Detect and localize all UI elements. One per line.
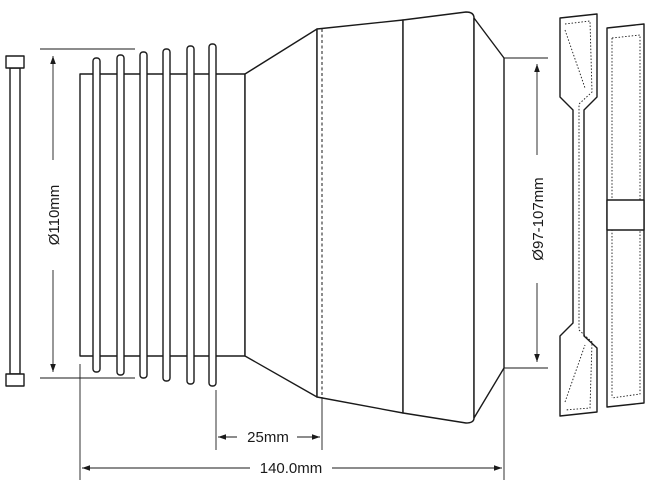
seal-ring-right-2 — [606, 23, 645, 408]
dimension-outer-diameter: Ø110mm — [42, 55, 64, 372]
dimension-insert-length: 25mm — [218, 428, 320, 446]
dimension-inner-diameter: Ø97-107mm — [526, 63, 548, 362]
dimension-inner-label: Ø97-107mm — [530, 177, 547, 260]
seal-ring-right-1 — [559, 13, 598, 417]
cone-body — [244, 28, 318, 398]
dimension-outer-label: Ø110mm — [46, 185, 63, 246]
dimension-insert-label: 25mm — [247, 429, 289, 446]
ribbed-pipe — [79, 43, 246, 387]
seal-ring-left — [5, 55, 25, 387]
dimension-total-length: 140.0mm — [82, 459, 502, 477]
extension-lines-outer — [40, 48, 135, 379]
extension-lines-length — [79, 364, 505, 480]
extension-lines-inner — [504, 57, 548, 369]
socket-body — [316, 11, 505, 424]
dimension-total-label: 140.0mm — [260, 460, 323, 477]
